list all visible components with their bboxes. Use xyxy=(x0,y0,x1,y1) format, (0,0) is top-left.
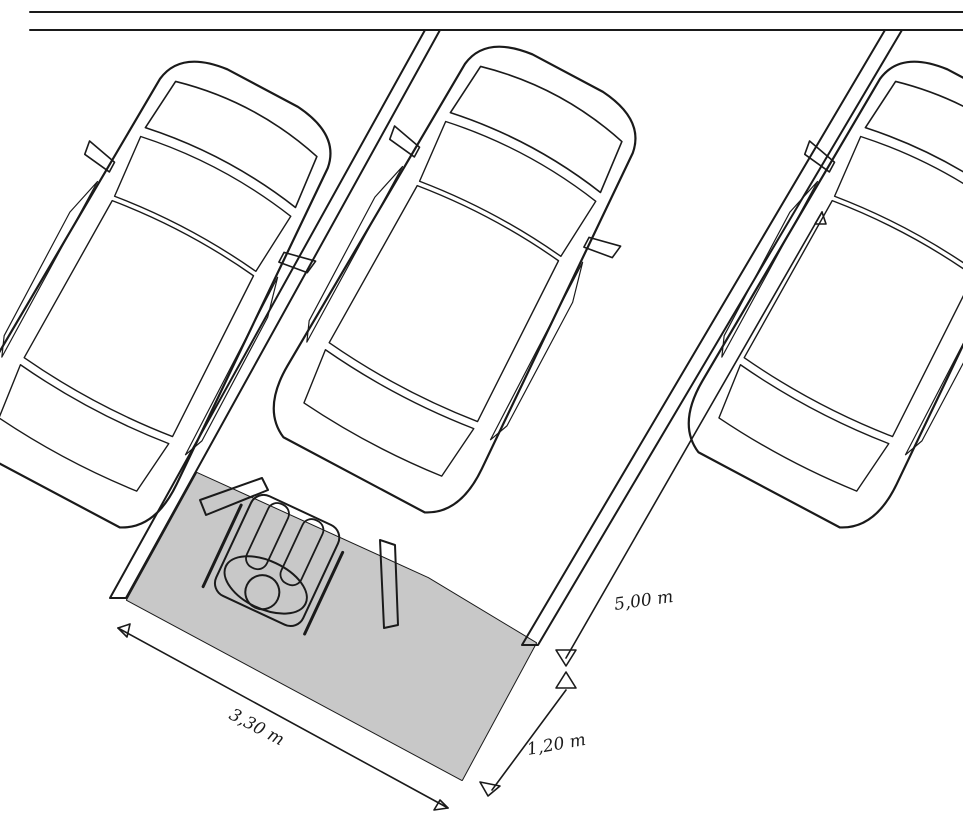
dimension-width-label: 3,30 m xyxy=(226,705,288,751)
dimension-access-label: 1,20 m xyxy=(525,730,587,760)
car-door-open xyxy=(199,477,399,629)
bay-line-middle xyxy=(521,29,903,646)
wheelchair-user-figure xyxy=(201,493,345,636)
car-left xyxy=(0,26,377,552)
dimension-length-label: 5,00 m xyxy=(613,587,675,615)
car-right xyxy=(654,26,963,552)
access-zone-fill xyxy=(127,473,536,780)
bay-lines xyxy=(29,29,963,646)
car-center xyxy=(239,11,682,537)
